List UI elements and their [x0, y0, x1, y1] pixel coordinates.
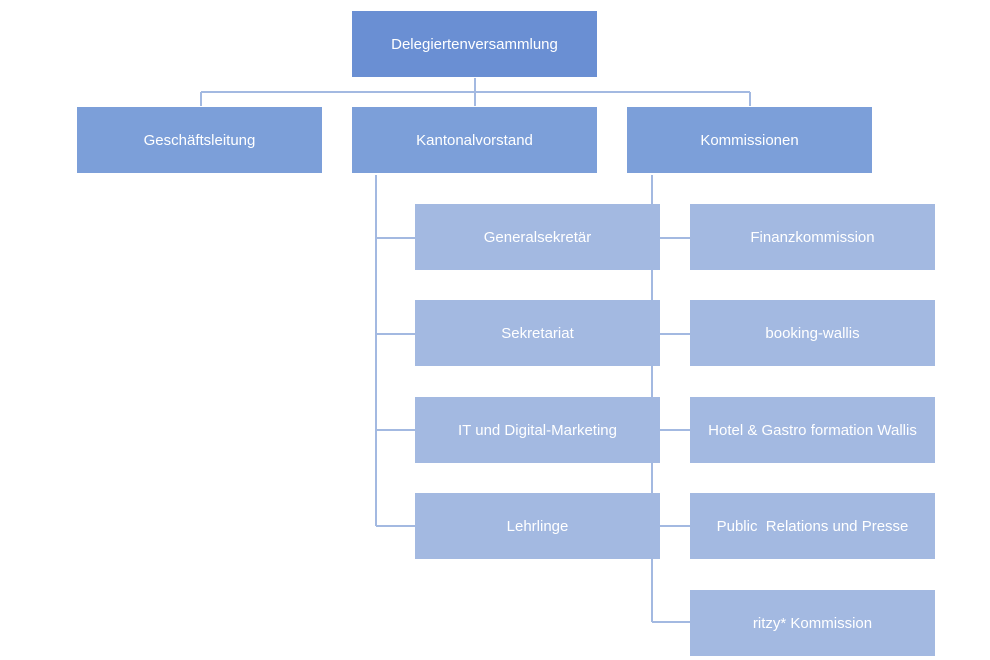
node-generalsekretaer: Generalsekretär: [415, 204, 660, 270]
node-hotel-gastro-formation: Hotel & Gastro formation Wallis: [690, 397, 935, 463]
node-delegiertenversammlung: Delegiertenversammlung: [352, 11, 597, 77]
node-lehrlinge: Lehrlinge: [415, 493, 660, 559]
node-label: Sekretariat: [501, 324, 574, 342]
node-geschaeftsleitung: Geschäftsleitung: [77, 107, 322, 173]
node-public-relations-presse: Public Relations und Presse: [690, 493, 935, 559]
node-label: Geschäftsleitung: [143, 131, 256, 149]
node-finanzkommission: Finanzkommission: [690, 204, 935, 270]
node-label: Kantonalvorstand: [416, 131, 533, 149]
node-sekretariat: Sekretariat: [415, 300, 660, 366]
node-label: Finanzkommission: [750, 228, 875, 246]
node-label: Public Relations und Presse: [716, 517, 909, 535]
node-kantonalvorstand: Kantonalvorstand: [352, 107, 597, 173]
node-label: Lehrlinge: [506, 517, 569, 535]
node-it-digital-marketing: IT und Digital-Marketing: [415, 397, 660, 463]
node-ritzy-kommission: ritzy* Kommission: [690, 590, 935, 656]
node-kommissionen: Kommissionen: [627, 107, 872, 173]
node-label: booking-wallis: [765, 324, 860, 342]
node-label: Delegiertenversammlung: [391, 35, 558, 53]
node-label: Generalsekretär: [483, 228, 592, 246]
node-label: Kommissionen: [700, 131, 799, 149]
connector-kantonalvorstand: [375, 175, 415, 527]
node-booking-wallis: booking-wallis: [690, 300, 935, 366]
node-label: ritzy* Kommission: [752, 614, 873, 632]
node-label: IT und Digital-Marketing: [458, 421, 617, 439]
node-label: Hotel & Gastro formation Wallis: [708, 421, 917, 439]
connector-root-to-level1: [200, 78, 751, 106]
